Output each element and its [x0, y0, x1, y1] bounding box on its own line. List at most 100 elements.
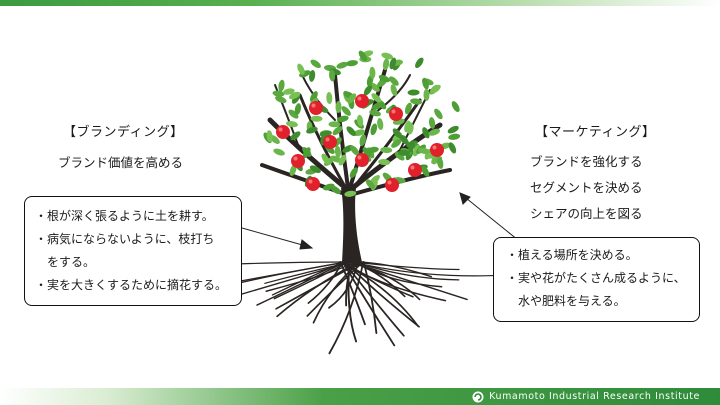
right-arrow: [459, 192, 519, 241]
leaf: [321, 153, 330, 165]
leaf: [407, 89, 420, 96]
leaf: [369, 66, 376, 79]
apple: [309, 101, 323, 115]
leaf: [273, 148, 285, 156]
leaf: [422, 127, 430, 139]
leaf: [306, 126, 318, 134]
branding-note: ・病気にならないように、枝打ち: [35, 232, 215, 246]
apple: [355, 94, 369, 108]
leaf: [328, 121, 341, 128]
leaf: [370, 123, 378, 136]
leaf: [326, 92, 333, 104]
leaf: [399, 135, 409, 145]
leaf: [330, 155, 342, 163]
leaf: [289, 91, 301, 100]
leaf: [428, 128, 441, 136]
apple: [355, 153, 369, 167]
leaf: [310, 59, 321, 69]
leaf: [408, 140, 415, 152]
leaf: [272, 90, 285, 97]
leaf: [448, 133, 461, 140]
branding-note: ・根が深く張るように土を耕す。: [35, 209, 214, 223]
leaf: [451, 101, 460, 113]
tree-trunk: [341, 188, 362, 262]
leaf: [294, 103, 302, 116]
leaf: [288, 109, 299, 119]
leaf: [350, 145, 360, 156]
marketing-note: ・実や花がたくさん成るように、: [506, 271, 686, 285]
footer-org-name: Kumamoto Industrial Research Institute: [489, 391, 700, 402]
leaf: [289, 164, 297, 176]
leaf: [370, 175, 380, 185]
root: [230, 261, 353, 265]
leaf: [349, 167, 358, 179]
tree-apples: [276, 94, 444, 192]
leaf: [423, 88, 430, 101]
branding-notes-box: ・根が深く張るように土を耕す。 ・病気にならないように、枝打ち をする。 ・実を…: [24, 196, 242, 306]
leaf: [434, 108, 443, 120]
branding-note: ・実を大きくするために摘花する。: [35, 278, 228, 292]
apple: [385, 178, 399, 192]
root: [273, 261, 350, 300]
apple: [389, 107, 403, 121]
leaf: [278, 79, 285, 92]
leaf: [323, 183, 335, 191]
leaf: [309, 91, 318, 103]
leaf: [430, 84, 441, 94]
leaf: [310, 115, 323, 122]
leaf: [366, 146, 379, 154]
root: [342, 261, 405, 337]
branding-subtitle: ブランド価値を高める: [58, 155, 184, 170]
leaf: [336, 61, 348, 69]
leaf: [346, 126, 356, 136]
leaf: [309, 69, 316, 82]
root: [341, 261, 447, 302]
marketing-heading: 【マーケティング】: [535, 125, 656, 140]
branch: [274, 84, 301, 151]
marketing-line: シェアの向上を図る: [530, 206, 643, 221]
footer: Kumamoto Industrial Research Institute: [472, 388, 700, 405]
leaf: [357, 114, 364, 127]
leaf: [382, 58, 390, 71]
marketing-line: セグメントを決める: [530, 180, 643, 195]
leaf: [421, 165, 430, 177]
leaf: [297, 63, 305, 75]
leaf: [302, 147, 312, 157]
left-arrow: [241, 227, 314, 250]
marketing-lines: ブランドを強化する セグメントを決める シェアの向上を図る: [530, 149, 643, 227]
apple: [430, 143, 444, 157]
leaf: [335, 101, 342, 113]
root: [354, 261, 443, 288]
root: [352, 261, 460, 271]
leaf: [369, 109, 381, 117]
leaf: [390, 84, 398, 96]
leaf: [398, 149, 410, 156]
leaf: [394, 151, 405, 161]
leaf: [362, 147, 372, 158]
apple: [291, 154, 305, 168]
leaf: [334, 145, 341, 158]
leaf: [363, 84, 373, 96]
institute-logo-icon: [472, 391, 484, 402]
root: [351, 261, 495, 277]
root: [312, 261, 361, 324]
leaf: [286, 120, 298, 128]
leaf: [378, 74, 391, 83]
leaf: [378, 159, 391, 166]
branch: [348, 98, 422, 194]
apple: [276, 125, 290, 139]
leaf: [380, 146, 393, 154]
leaf: [336, 115, 349, 123]
leaf: [282, 88, 295, 95]
marketing-line: ブランドを強化する: [530, 154, 643, 169]
leaf: [428, 117, 436, 129]
root: [271, 261, 345, 296]
leaf: [332, 126, 343, 136]
leaf: [346, 60, 358, 67]
bottom-accent-bar: [0, 388, 720, 405]
leaf: [329, 69, 336, 82]
top-accent-bar: [0, 0, 720, 6]
leaf: [389, 76, 399, 86]
leaf: [437, 157, 444, 169]
leaf: [389, 57, 397, 70]
